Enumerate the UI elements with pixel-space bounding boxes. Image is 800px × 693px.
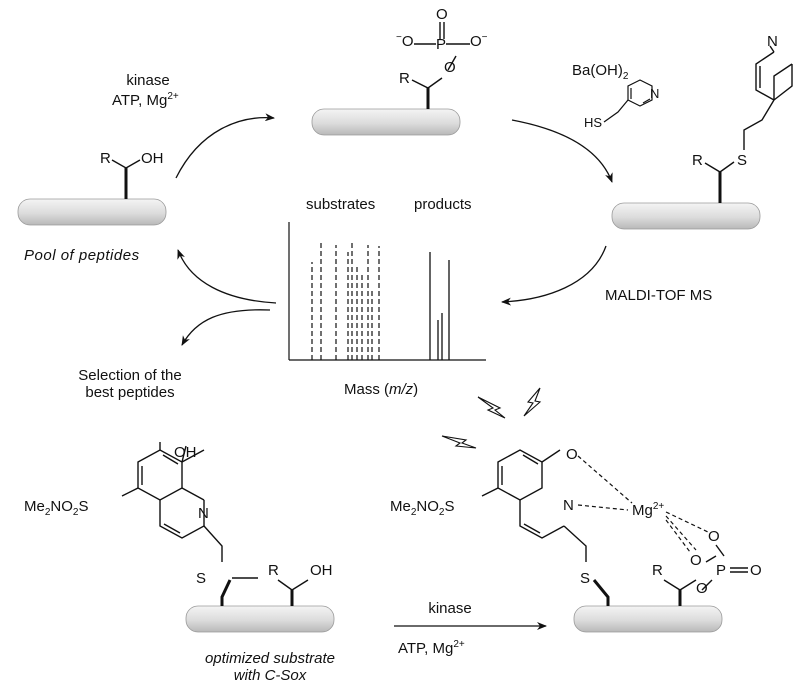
n-label-right-pyridine: N (767, 33, 778, 50)
peptide-bar-bottom-right (573, 605, 723, 633)
o-minus-left-text: O (401, 33, 414, 50)
csox-substrate-structure (121, 442, 309, 606)
n-label-reagent: N (650, 86, 660, 101)
substrates-label: substrates (306, 196, 376, 213)
p-label-top: P (436, 36, 447, 53)
hs-label: HS (584, 115, 603, 130)
atp-mg-label-bottom: ATP, Mg2+ (398, 639, 465, 658)
arrow-selection (181, 309, 271, 346)
product-peaks (429, 252, 450, 360)
s-label-chelate: S (580, 570, 591, 587)
me2no2s-label-right: Me2NO2S (390, 498, 455, 518)
substrate-peaks (311, 240, 380, 360)
o-subscript: 2 (72, 507, 79, 518)
no-text-right: NO (416, 498, 439, 515)
baoh2-text: Ba(OH) (572, 62, 623, 79)
mg-charge-superscript: 2+ (167, 91, 179, 102)
kinase-label-bottom: kinase (428, 600, 472, 617)
optimized-line1: optimized substrate (204, 650, 336, 667)
oh-label-csox-peptide: OH (310, 562, 333, 579)
lightning-icon (441, 387, 542, 449)
me-text: Me (24, 498, 45, 515)
r-label-right: R (692, 152, 703, 169)
mass-mz: m/z (389, 381, 414, 398)
left-alcohol-structure (111, 159, 141, 199)
mg-chelate-charge: 2+ (652, 501, 665, 512)
s-label-right: S (737, 152, 748, 169)
kinase-label-top: kinase (126, 72, 170, 89)
s-text: S (78, 498, 89, 515)
s-text-right: S (444, 498, 455, 515)
coordination-bonds (577, 455, 709, 553)
o-label-phosphate-4: O (696, 580, 708, 597)
me-subscript: 2 (44, 507, 51, 518)
n-label-chelate: N (563, 497, 574, 514)
r-label-left: R (100, 150, 111, 167)
me-subscript-right: 2 (410, 507, 417, 518)
mass-spectrum (288, 222, 486, 361)
atp-mg-text: ATP, Mg (112, 92, 168, 109)
oh-label-left: OH (141, 150, 164, 167)
bottom-phosphate-bonds (701, 544, 748, 591)
peptide-bar-left (17, 198, 167, 226)
o-label-chelate: O (566, 446, 578, 463)
r-label-csox: R (268, 562, 279, 579)
me-text-right: Me (390, 498, 411, 515)
r-label-top: R (399, 70, 410, 87)
selection-line1: Selection of the (78, 367, 182, 384)
optimized-line2: with C-Sox (233, 667, 307, 684)
optimized-substrate-label: optimized substrate with C-Sox (170, 650, 370, 684)
minus-superscript-right: − (481, 32, 488, 43)
o-label-top-double: O (436, 6, 448, 23)
arrow-return-pool (177, 249, 277, 304)
products-label: products (414, 196, 472, 213)
reagent-pyridine-thiol (603, 79, 653, 123)
pool-of-peptides-label: Pool of peptides (24, 247, 140, 264)
csox-mg-chelate-structure (481, 449, 697, 606)
r-label-chelate: R (652, 562, 663, 579)
arrow-maldi (501, 245, 607, 306)
peptide-bar-right (611, 202, 761, 230)
o-ester-label-top: O (444, 59, 456, 76)
selection-label: Selection of the best peptides (40, 367, 220, 401)
s-label-csox: S (196, 570, 207, 587)
mg-label-chelate: Mg2+ (632, 501, 665, 520)
mass-prefix: Mass ( (344, 381, 389, 398)
o-label-phosphate-3: O (750, 562, 762, 579)
mg-charge-bottom-superscript: 2+ (453, 639, 465, 650)
o-minus-right-label: O− (470, 32, 488, 51)
maldi-tof-label: MALDI-TOF MS (605, 287, 713, 304)
top-phosphate-structure (411, 22, 470, 109)
o-label-phosphate-2: O (690, 552, 702, 569)
no-text: NO (50, 498, 73, 515)
arrow-thiol-addition (511, 119, 613, 183)
minus-superscript-left: − (396, 32, 402, 43)
oh-label-csox: OH (174, 444, 197, 461)
peptide-bar-top (311, 108, 461, 136)
o-minus-left-label: −O (396, 32, 414, 51)
right-thioether-structure (704, 45, 793, 203)
p-label-phosphate: P (716, 562, 727, 579)
o-label-phosphate-1: O (708, 528, 720, 545)
n-label-csox: N (198, 505, 209, 522)
baoh2-label: Ba(OH)2 (572, 62, 629, 82)
baoh2-subscript: 2 (622, 71, 629, 82)
peptide-bar-bottom-left (185, 605, 335, 633)
atp-mg-bottom-text: ATP, Mg (398, 640, 454, 657)
selection-line2: best peptides (85, 384, 175, 401)
mg-text: Mg (632, 502, 653, 519)
arrow-kinase-top (175, 113, 275, 179)
mass-axis-label: Mass (m/z) (344, 381, 418, 398)
o-subscript-right: 2 (438, 507, 445, 518)
mass-suffix: ) (413, 381, 419, 398)
atp-mg-label-top: ATP, Mg2+ (112, 91, 179, 110)
o-minus-right-text: O (470, 33, 482, 50)
me2no2s-label-left: Me2NO2S (24, 498, 89, 518)
